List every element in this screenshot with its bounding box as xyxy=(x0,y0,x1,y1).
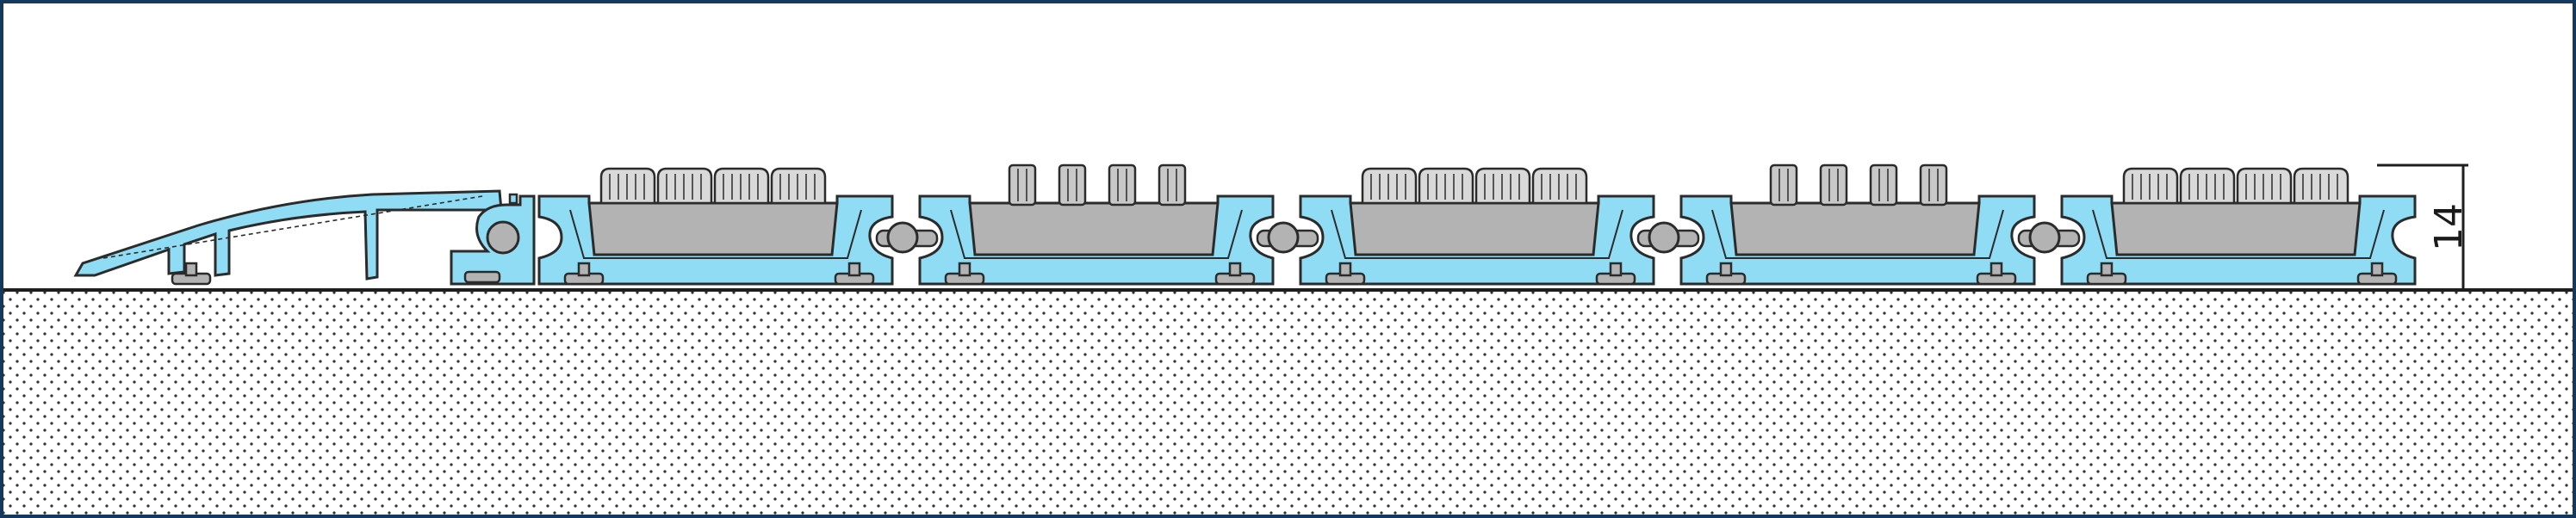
carrier-channel xyxy=(1711,209,2004,259)
start-clip xyxy=(450,194,536,286)
brush-tuft xyxy=(1418,167,1474,205)
support-foot-stem xyxy=(958,262,971,277)
carrier-channel xyxy=(569,209,862,259)
brush-tuft xyxy=(1531,167,1588,205)
support-foot-stem xyxy=(1338,262,1352,277)
carrier-channel xyxy=(1331,209,1623,259)
insert-tray xyxy=(587,201,839,256)
brush-tuft xyxy=(2179,167,2236,205)
support-foot-stem xyxy=(2100,262,2114,277)
support-foot-stem xyxy=(2370,262,2384,277)
connector-joint xyxy=(886,221,919,254)
brush-tuft xyxy=(1474,167,1531,205)
mat-module xyxy=(2060,167,2417,286)
rubber-strip xyxy=(1158,163,1187,207)
brush-tuft xyxy=(713,167,770,205)
support-foot-stem xyxy=(1609,262,1623,277)
mat-module xyxy=(537,167,939,286)
connector-joint xyxy=(1648,221,1680,254)
support-foot-stem xyxy=(847,262,861,277)
brush-tuft xyxy=(770,167,827,205)
dimension-label: 14 xyxy=(2427,203,2471,251)
support-foot-stem xyxy=(1989,262,2003,277)
carrier-channel xyxy=(2092,209,2385,259)
ramp-feet xyxy=(171,262,212,286)
rubber-strip xyxy=(1819,163,1848,207)
carrier-channel xyxy=(950,209,1243,259)
support-foot-stem xyxy=(1228,262,1242,277)
mat-module xyxy=(918,163,1319,286)
connector-joint xyxy=(1267,221,1300,254)
rubber-strip xyxy=(1769,163,1798,207)
brush-tuft xyxy=(599,167,656,205)
brush-tuft xyxy=(1361,167,1418,205)
rubber-strip xyxy=(1008,163,1037,207)
connector-joint xyxy=(2028,221,2061,254)
insert-tray xyxy=(2110,201,2362,256)
brush-tuft xyxy=(2293,167,2349,205)
insert-tray xyxy=(968,201,1220,256)
rubber-strip xyxy=(1108,163,1137,207)
insert-tray xyxy=(1349,201,1600,256)
support-foot-stem xyxy=(577,262,591,277)
brush-tuft xyxy=(656,167,713,205)
mat-modules xyxy=(537,163,2417,286)
rubber-strip xyxy=(1919,163,1948,207)
height-dimension: 14 xyxy=(2377,163,2480,292)
support-foot-stem xyxy=(1719,262,1733,277)
brush-tuft xyxy=(2236,167,2293,205)
mat-module xyxy=(1679,163,2081,286)
brush-tuft xyxy=(2122,167,2179,205)
insert-tray xyxy=(1729,201,1981,256)
ramp-profile xyxy=(73,189,518,286)
rubber-strip xyxy=(1869,163,1898,207)
ground-hatch xyxy=(3,291,2573,515)
mat-module xyxy=(1299,167,1700,286)
rubber-strip xyxy=(1058,163,1087,207)
